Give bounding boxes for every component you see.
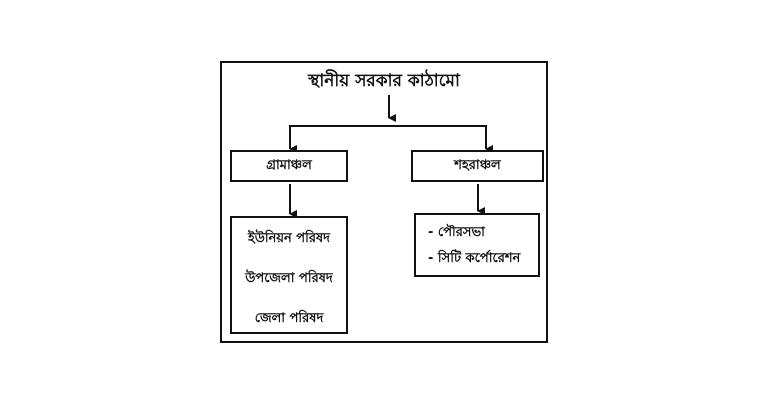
urban-area-box: শহরাঞ্চল	[411, 150, 544, 182]
upazila-parishad-item: উপজেলা পরিষদ	[245, 271, 333, 286]
pourashava-item: - পৌরসভা	[428, 225, 485, 240]
rural-area-box: গ্রামাঞ্চল	[230, 150, 348, 182]
rural-institutions-box: ইউনিয়ন পরিষদ উপজেলা পরিষদ জেলা পরিষদ	[230, 216, 348, 334]
city-corporation-item: - সিটি কর্পোরেশন	[428, 251, 521, 266]
zila-parishad-item: জেলা পরিষদ	[254, 311, 324, 326]
urban-institutions-box: - পৌরসভা - সিটি কর্পোরেশন	[414, 213, 540, 277]
diagram-title: স্থানীয় সরকার কাঠামো	[308, 71, 460, 91]
urban-area-label: শহরাঞ্চল	[454, 158, 501, 173]
rural-area-label: গ্রামাঞ্চল	[266, 158, 312, 173]
union-parishad-item: ইউনিয়ন পরিষদ	[247, 231, 330, 246]
